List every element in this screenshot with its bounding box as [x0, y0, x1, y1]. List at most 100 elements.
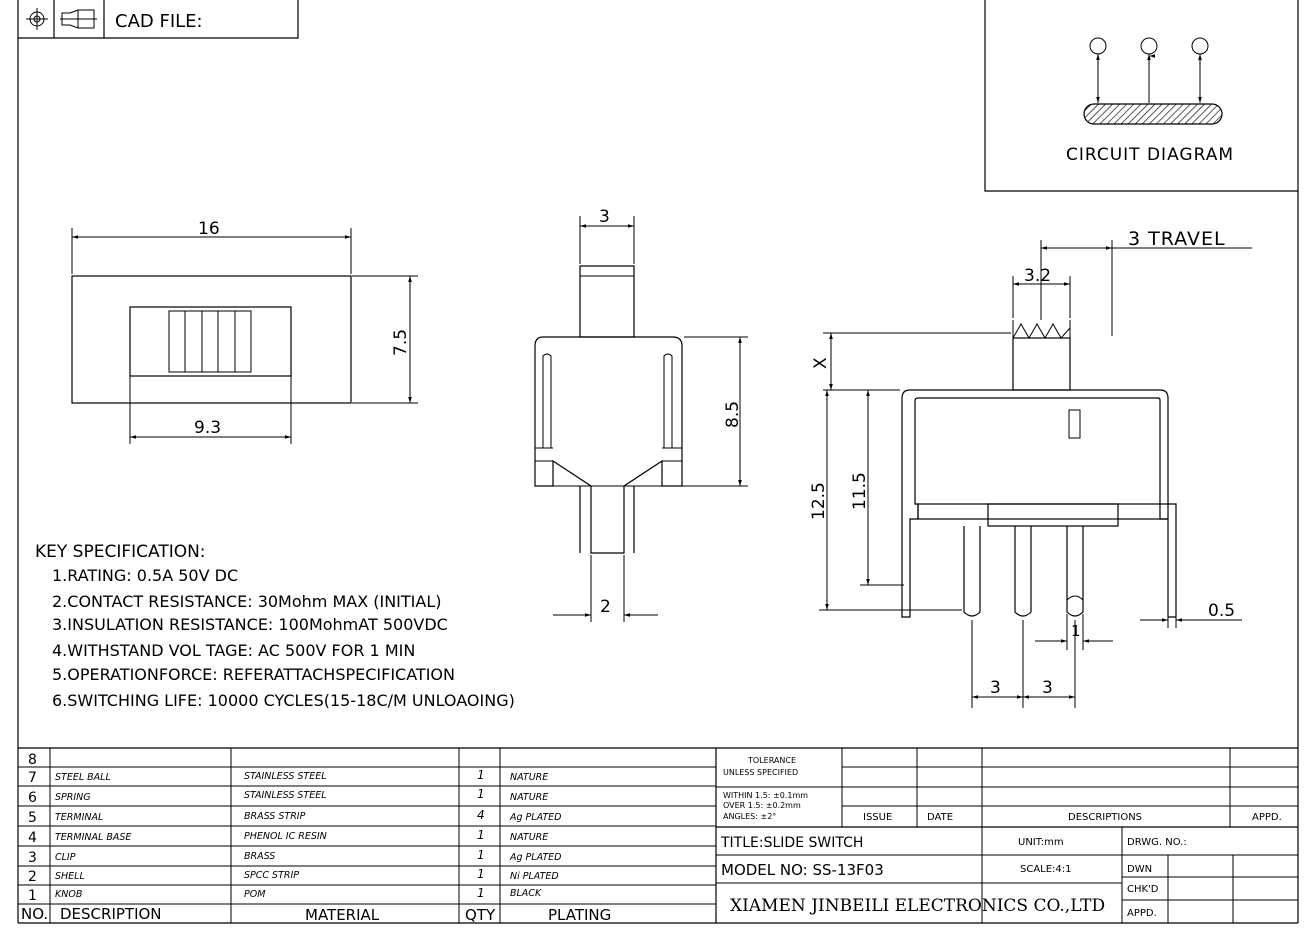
- bom-desc: STEEL BALL: [55, 772, 111, 783]
- bom-material: SPCC STRIP: [244, 870, 299, 881]
- bom-no: 4: [28, 830, 37, 846]
- dim-pitch-3-a: 3: [990, 678, 1001, 698]
- spec-item: 1.RATING: 0.5A 50V DC: [52, 566, 238, 585]
- unit-label: UNIT:mm: [1018, 837, 1064, 848]
- dim-travel-3: 3 TRAVEL: [1128, 228, 1226, 250]
- third-angle-projection-icon: [60, 9, 97, 29]
- dim-actuator-3-2: 3.2: [1024, 266, 1051, 286]
- dwn-label: DWN: [1127, 864, 1152, 875]
- dim-pin-2: 2: [600, 597, 611, 617]
- dim-knob-9-3: 9.3: [194, 418, 221, 438]
- bom-no: 2: [28, 869, 37, 885]
- cad-file-box: CAD FILE:: [18, 0, 299, 39]
- circuit-terminals: [1083, 37, 1223, 125]
- bom-no: 8: [28, 752, 37, 768]
- dim-thickness-0-5: 0.5: [1208, 601, 1235, 621]
- drawing-number-label: DRWG. NO.:: [1127, 837, 1187, 848]
- spec-item: 4.WITHSTAND VOL TAGE: AC 500V FOR 1 MIN: [52, 641, 415, 660]
- tolerance-over: OVER 1.5: ±0.2mm: [723, 801, 801, 810]
- table-row: 2 SHELL SPCC STRIP 1 Ni PLATED: [28, 867, 559, 885]
- table-row: 5 TERMINAL BRASS STRIP 4 Ag PLATED: [28, 808, 562, 826]
- header-material: MATERIAL: [305, 906, 380, 924]
- bom-qty: 1: [477, 787, 485, 801]
- header-no: NO.: [21, 905, 48, 923]
- header-qty: QTY: [465, 906, 496, 924]
- bom-qty: 1: [477, 848, 485, 862]
- table-row: 3 CLIP BRASS 1 Ag PLATED: [28, 848, 562, 866]
- top-view: 16 7.5 9.3: [71, 219, 418, 444]
- bom-desc: TERMINAL: [55, 812, 103, 823]
- bom-no: 6: [28, 790, 37, 806]
- spec-item: 3.INSULATION RESISTANCE: 100MohmAT 500VD…: [52, 615, 448, 634]
- tolerance-within: WITHIN 1.5: ±0.1mm: [723, 791, 808, 800]
- table-row: 4 TERMINAL BASE PHENOL IC RESIN 1 NATURE: [28, 828, 548, 846]
- tolerance-angles: ANGLES: ±2°: [723, 812, 776, 821]
- bom-no: 5: [28, 810, 37, 826]
- bom-qty: 1: [477, 768, 485, 782]
- dim-height-12-5: 12.5: [809, 482, 829, 520]
- knob-ribs: [168, 310, 252, 373]
- bom-plating: Ag PLATED: [509, 852, 562, 863]
- bom-no: 1: [28, 888, 37, 904]
- circuit-diagram-box: CIRCUIT DIAGRAM: [984, 0, 1298, 192]
- bom-qty: 4: [477, 808, 485, 822]
- tolerance-label: TOLERANCE: [747, 756, 796, 765]
- bom-plating: Ni PLATED: [510, 871, 559, 882]
- header-description: DESCRIPTION: [60, 905, 162, 923]
- contact-slider-bar: [1083, 103, 1223, 125]
- bom-desc: KNOB: [55, 889, 82, 900]
- bom-desc: SHELL: [55, 871, 85, 882]
- dim-height-7-5: 7.5: [391, 329, 411, 356]
- issue-header: ISSUE: [863, 812, 892, 823]
- bom-material: STAINLESS STEEL: [244, 771, 327, 782]
- tolerance-unless: UNLESS SPECIFIED: [723, 768, 798, 777]
- appd-header: APPD.: [1252, 812, 1282, 823]
- cad-file-label: CAD FILE:: [115, 11, 203, 32]
- bom-plating: Ag PLATED: [509, 812, 562, 823]
- spec-item: 5.OPERATIONFORCE: REFERATTACHSPECIFICATI…: [52, 665, 455, 684]
- model-number: MODEL NO: SS-13F03: [721, 861, 884, 879]
- drawing-frame: [17, 0, 1299, 924]
- crosshair-circle-icon: [26, 8, 48, 30]
- bom-material: PHENOL IC RESIN: [244, 831, 327, 842]
- bom-no: 3: [28, 850, 37, 866]
- front-view: 3 TRAVEL 3.2 X 12.5 11.5 3 3 1: [809, 228, 1252, 708]
- company-name: XIAMEN JINBEILI ELECTRONICS CO.,LTD: [730, 896, 1105, 916]
- bom-desc: SPRING: [55, 792, 91, 803]
- dim-width-16: 16: [198, 219, 220, 239]
- side-view: 3 8.5 2: [534, 207, 748, 622]
- key-specification: KEY SPECIFICATION: 1.RATING: 0.5A 50V DC…: [35, 542, 515, 710]
- header-plating: PLATING: [548, 906, 611, 924]
- scale-label: SCALE:4:1: [1020, 864, 1072, 875]
- dim-height-8-5: 8.5: [723, 401, 743, 428]
- dim-pitch-3-b: 3: [1042, 678, 1053, 698]
- bom-plating: NATURE: [510, 832, 548, 843]
- bom-desc: TERMINAL BASE: [55, 832, 131, 843]
- bom-material: BRASS STRIP: [244, 811, 306, 822]
- dim-actuator-3: 3: [599, 207, 610, 227]
- table-row: 1 KNOB POM 1 BLACK: [28, 886, 542, 904]
- drawing-title: TITLE:SLIDE SWITCH: [720, 835, 863, 851]
- table-row: 6 SPRING STAINLESS STEEL 1 NATURE: [28, 787, 548, 806]
- table-row: 8: [28, 752, 37, 768]
- dim-height-11-5: 11.5: [850, 472, 870, 510]
- dim-x: X: [811, 357, 831, 369]
- bom-plating: BLACK: [510, 888, 542, 899]
- spec-title: KEY SPECIFICATION:: [35, 542, 206, 562]
- dim-pin-1: 1: [1071, 622, 1081, 640]
- date-header: DATE: [927, 812, 953, 823]
- bom-qty: 1: [477, 828, 485, 842]
- bom-qty: 1: [477, 886, 485, 900]
- bom-material: STAINLESS STEEL: [244, 790, 327, 801]
- bom-plating: NATURE: [510, 772, 548, 783]
- table-header-row: NO. DESCRIPTION MATERIAL QTY PLATING: [21, 905, 611, 924]
- table-row: 7 STEEL BALL STAINLESS STEEL 1 NATURE: [28, 768, 548, 786]
- spec-item: 6.SWITCHING LIFE: 10000 CYCLES(15-18C/M …: [52, 691, 515, 710]
- title-block: TOLERANCE UNLESS SPECIFIED WITHIN 1.5: ±…: [716, 748, 1298, 923]
- descriptions-header: DESCRIPTIONS: [1068, 812, 1142, 823]
- bom-desc: CLIP: [55, 852, 76, 863]
- spec-item: 2.CONTACT RESISTANCE: 30Mohm MAX (INITIA…: [52, 592, 442, 611]
- bom-material: BRASS: [244, 851, 275, 862]
- bom-plating: NATURE: [510, 792, 548, 803]
